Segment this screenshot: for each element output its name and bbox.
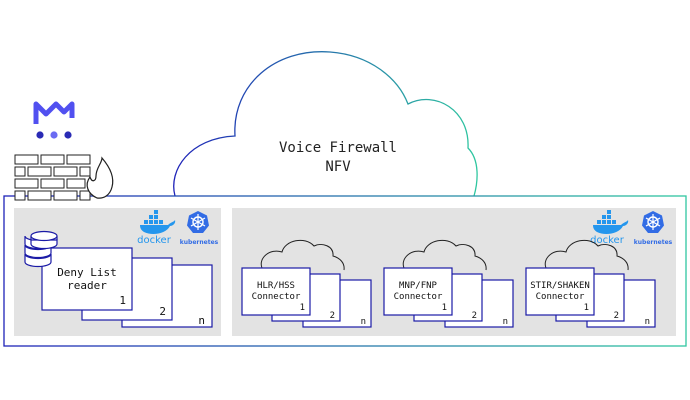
- deny-list-card-1-number: 1: [119, 294, 126, 307]
- deny-list-card-n-number: n: [198, 314, 205, 327]
- docker-label: docker: [590, 235, 625, 246]
- mnp-fnp-card-1: [383, 267, 453, 316]
- cloud-icon: [402, 239, 487, 271]
- hlr-hss-card-1-number: 1: [300, 303, 305, 313]
- stir-shaken-connector: n 2 1 STIR/SHAKEN Connector: [525, 239, 656, 328]
- hlr-hss-card-1: [241, 267, 311, 316]
- nfv-cloud: [173, 51, 478, 197]
- deployment-frame: [3, 195, 687, 347]
- stir-shaken-card-1: [525, 267, 595, 316]
- mnp-fnp-card-1-number: 1: [442, 303, 447, 313]
- mnp-fnp-card-2-number: 2: [472, 311, 477, 321]
- cloud-title-line1: Voice Firewall: [279, 140, 397, 156]
- logo-icon: [33, 101, 75, 139]
- mnp-fnp-connector: n 2 1 MNP/FNP Connector: [383, 239, 514, 328]
- hlr-hss-card-n-number: n: [361, 317, 366, 327]
- docker-label: docker: [137, 235, 172, 246]
- mnp-fnp-title-line2: Connector: [394, 292, 443, 302]
- cloud-icon: [260, 239, 345, 271]
- mnp-fnp-card-n-number: n: [503, 317, 508, 327]
- hlr-hss-card-2-number: 2: [330, 311, 335, 321]
- kubernetes-label: kubernetes: [634, 239, 673, 246]
- stir-shaken-card-2-number: 2: [614, 311, 619, 321]
- deny-list-card-2-number: 2: [159, 305, 166, 318]
- firewall-icon: [14, 154, 114, 201]
- stir-shaken-title-line1: STIR/SHAKEN: [530, 281, 590, 291]
- stir-shaken-card-n-number: n: [645, 317, 650, 327]
- deny-list-title-line2: reader: [67, 279, 107, 292]
- kubernetes-label: kubernetes: [180, 239, 219, 246]
- cloud-icon: [544, 239, 629, 271]
- deny-list-title-line1: Deny List: [57, 266, 117, 279]
- hlr-hss-title-line2: Connector: [252, 292, 301, 302]
- hlr-hss-title-line1: HLR/HSS: [257, 281, 295, 291]
- stir-shaken-card-1-number: 1: [584, 303, 589, 313]
- hlr-hss-connector: n 2 1 HLR/HSS Connector: [241, 239, 372, 328]
- database-icon: [24, 230, 58, 268]
- deny-list-card-stack: n 2 1 Deny List reader: [41, 247, 213, 328]
- cloud-title-line2: NFV: [325, 159, 351, 175]
- deny-list-card-1: [41, 247, 133, 311]
- mnp-fnp-title-line1: MNP/FNP: [399, 281, 438, 291]
- stir-shaken-title-line2: Connector: [536, 292, 585, 302]
